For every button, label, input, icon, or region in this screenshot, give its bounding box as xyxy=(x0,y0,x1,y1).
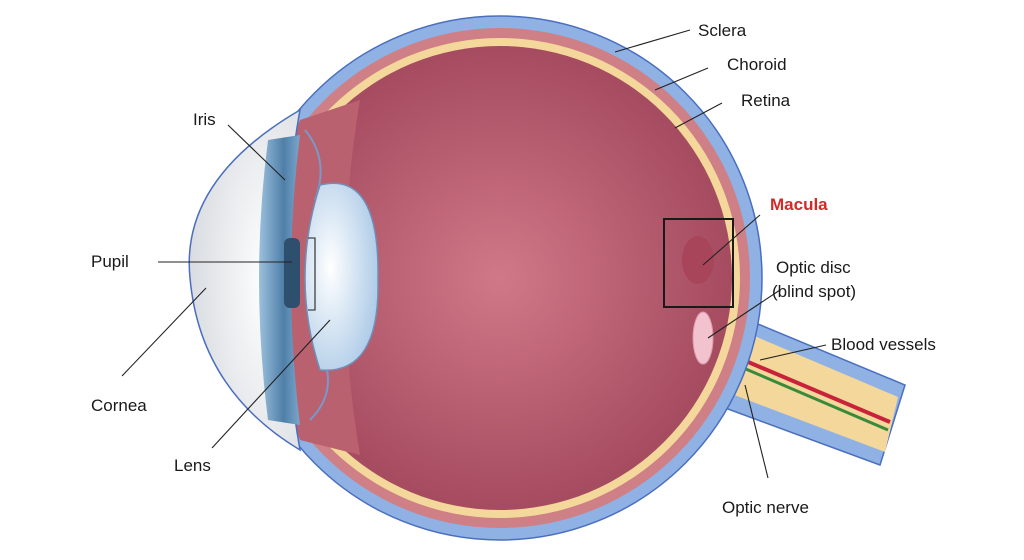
leader-iris xyxy=(227,124,286,181)
leader-cornea xyxy=(121,287,207,377)
label-pupil: Pupil xyxy=(91,252,129,271)
leader-retina xyxy=(674,102,723,129)
label-optic-disc-line1: Optic disc xyxy=(776,258,851,277)
label-choroid: Choroid xyxy=(727,55,787,74)
label-blood-vessels: Blood vessels xyxy=(831,335,936,354)
pupil-bracket xyxy=(308,237,316,311)
leader-choroid xyxy=(654,67,709,91)
label-macula: Macula xyxy=(770,195,828,214)
leader-blood-vessels xyxy=(759,344,827,361)
leader-optic-nerve xyxy=(744,384,769,479)
pupil-shape xyxy=(284,238,300,308)
vitreous-body xyxy=(268,46,732,510)
label-optic-nerve: Optic nerve xyxy=(722,498,809,517)
leader-lens xyxy=(211,319,331,449)
label-iris: Iris xyxy=(193,110,216,129)
label-retina: Retina xyxy=(741,91,791,110)
leader-optic-disc xyxy=(707,289,781,339)
lens-shape xyxy=(304,182,379,371)
label-lens: Lens xyxy=(174,456,211,475)
label-cornea: Cornea xyxy=(91,396,147,415)
label-optic-disc-line2: (blind spot) xyxy=(772,282,856,301)
macula-spot xyxy=(682,236,714,284)
leader-macula xyxy=(702,214,761,266)
leader-sclera xyxy=(614,29,691,53)
macula-box xyxy=(663,218,734,308)
iris-shape xyxy=(259,135,300,425)
label-sclera: Sclera xyxy=(698,21,747,40)
optic-disc xyxy=(692,311,714,365)
